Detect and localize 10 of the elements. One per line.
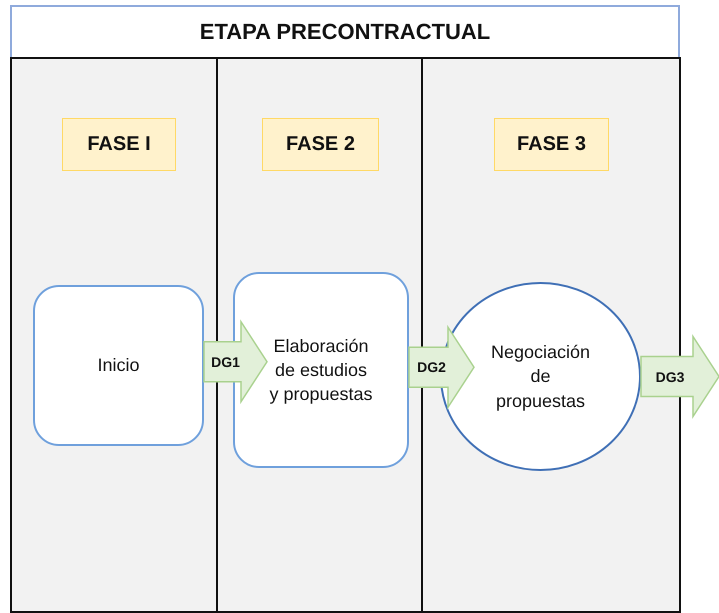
block-arrow — [203, 319, 268, 404]
heading-band: ETAPA PRECONTRACTUAL — [10, 5, 680, 59]
process-box: Inicio — [33, 285, 204, 446]
block-arrow — [408, 324, 475, 410]
phase-label: FASE I — [62, 118, 176, 171]
phase-label: FASE 2 — [262, 118, 379, 171]
edge-label: DG1 — [211, 354, 240, 370]
phase-label: FASE 3 — [494, 118, 609, 171]
edge-label: DG3 — [656, 368, 684, 384]
block-arrow — [640, 334, 719, 420]
